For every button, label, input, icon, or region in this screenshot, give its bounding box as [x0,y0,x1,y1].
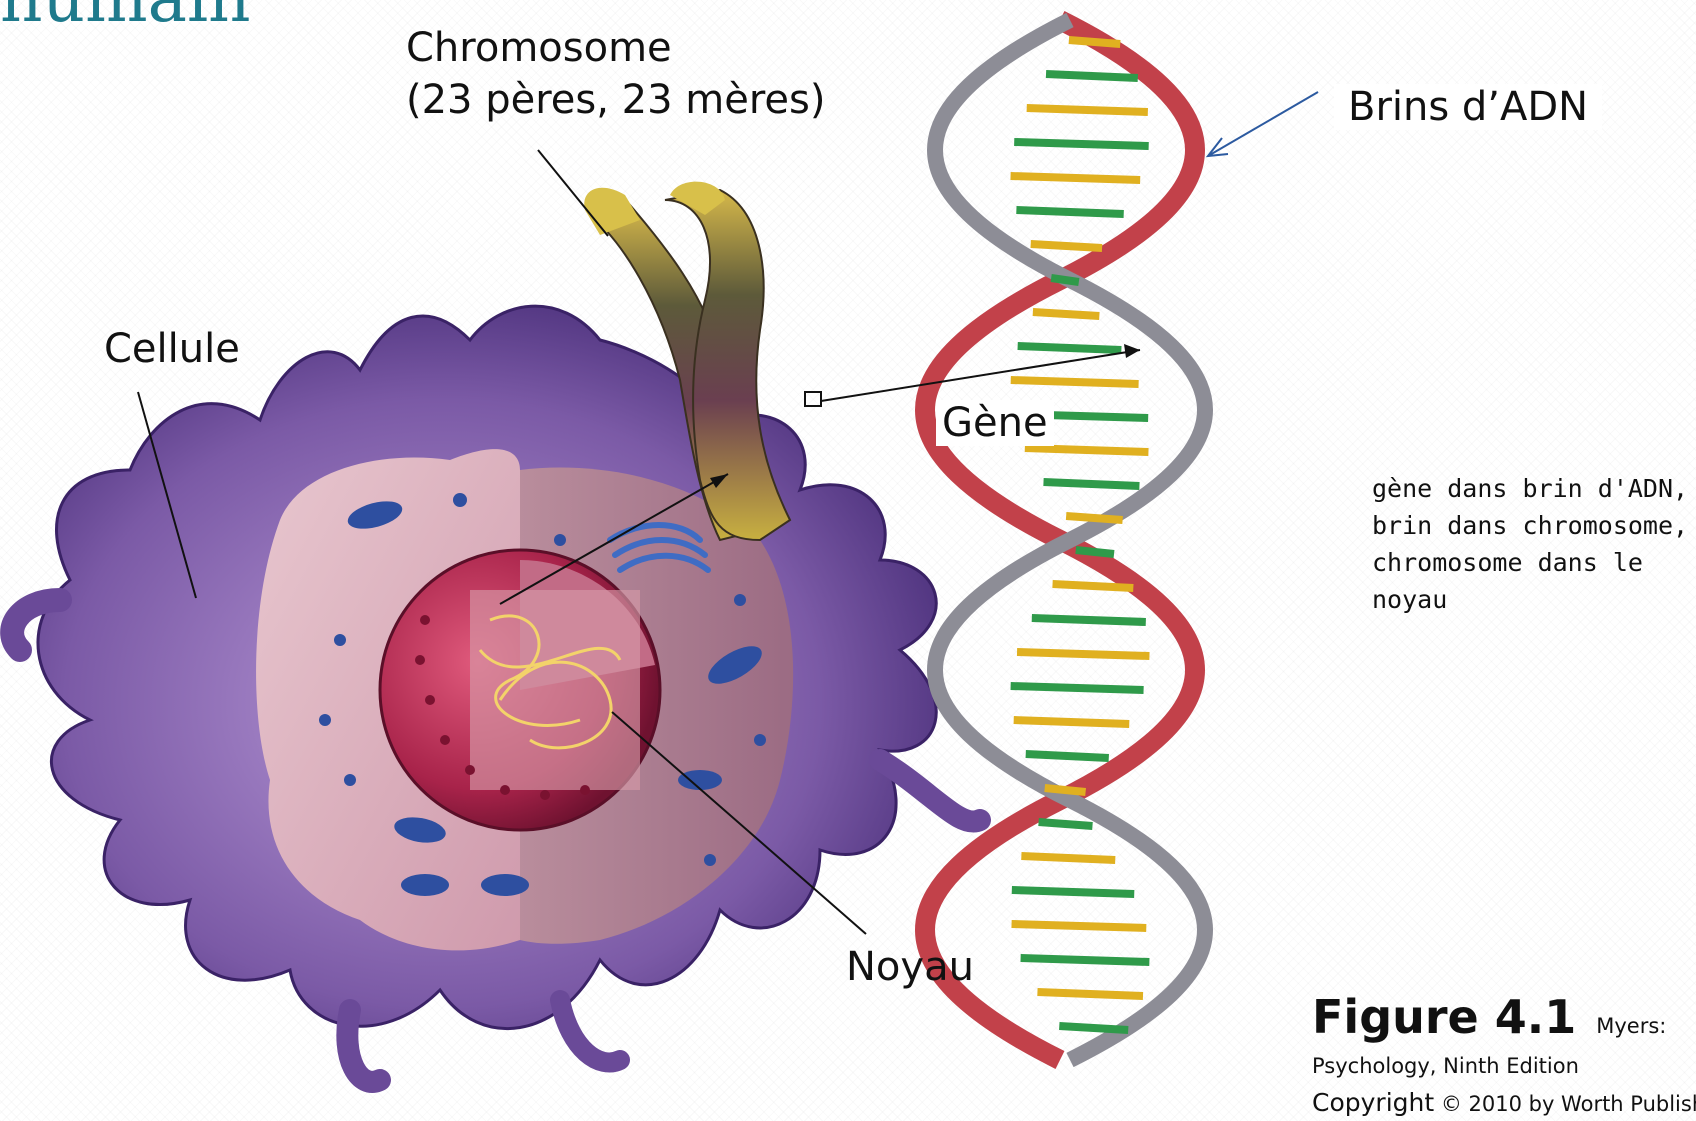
figure-copyright: Copyright © 2010 by Worth Publishers [1312,1088,1696,1117]
explanation-note: gène dans brin d'ADN, brin dans chromoso… [1372,470,1692,618]
base-pair [1032,618,1146,622]
base-pair [1014,142,1148,146]
base-pair [1027,108,1148,112]
base-pair [1012,890,1134,894]
base-pair [1026,754,1109,758]
chromosome-label: Chromosome (23 pères, 23 mères) [406,22,825,126]
base-pair [1069,40,1120,44]
slide-title: humain [0,0,251,32]
base-pair [1043,482,1139,486]
figure-book: Psychology, Ninth Edition [1312,1054,1579,1078]
base-pair [1025,448,1149,452]
base-pair [1021,856,1115,860]
chromosome-label-line2: (23 pères, 23 mères) [406,74,825,126]
base-pair [1012,924,1147,928]
base-pair [1031,244,1102,248]
brins-adn-label: Brins d’ADN [1334,84,1602,130]
noyau-label: Noyau [846,944,974,990]
base-pair [1014,720,1130,724]
base-pair [1018,346,1122,350]
gene-label: Gène [936,400,1054,446]
base-pair [1039,822,1093,826]
copyright-word: Copyright [1312,1088,1434,1117]
cellule-label: Cellule [104,326,240,372]
brins-arrow [1208,92,1318,156]
chromosome-label-line1: Chromosome [406,22,825,74]
base-pair [1011,686,1144,690]
base-pair [1053,584,1134,588]
figure-number: Figure 4.1 [1312,990,1576,1044]
base-pair [1051,278,1079,282]
figure-author: Myers: [1596,1014,1666,1038]
base-pair [1021,958,1150,962]
base-pair [1045,788,1086,792]
base-pair [1011,380,1139,384]
base-pair [1046,74,1138,78]
figure-caption-title: Figure 4.1 Myers: [1312,990,1666,1044]
base-pair [1033,312,1099,316]
base-pair [1011,176,1141,180]
base-pair [1066,516,1122,520]
copyright-rest: © 2010 by Worth Publishers [1434,1092,1696,1116]
dna-helix [925,20,1205,1060]
base-pair [1017,652,1149,656]
base-pair [1076,550,1114,554]
base-pair [1016,210,1123,214]
base-pair [1037,992,1143,996]
base-pair [1059,1026,1128,1030]
